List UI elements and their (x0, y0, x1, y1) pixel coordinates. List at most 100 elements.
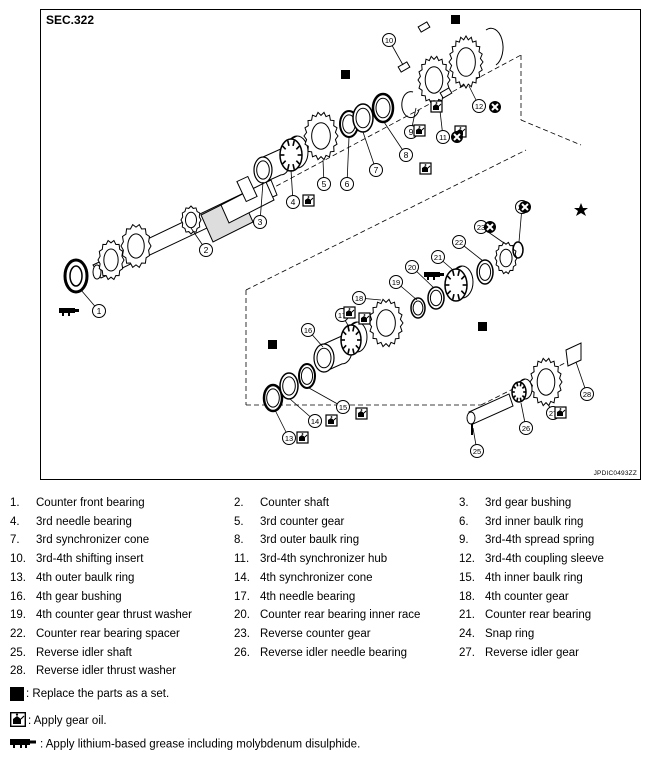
callout-label: 1 (97, 306, 102, 316)
reverse-idler-gear (529, 357, 563, 407)
shifting-insert (417, 21, 431, 33)
part-number: 22. (10, 627, 26, 640)
legend-gear-oil: : Apply gear oil. (9, 711, 107, 730)
bearing-roller (513, 385, 517, 390)
part-name: Counter shaft (260, 497, 330, 509)
circle-x-icon (450, 130, 464, 144)
callout-label: 12 (475, 102, 483, 111)
exploded-view-drawing: 1234567891011121314151617181920212223242… (59, 15, 594, 458)
lower-gear-group (262, 241, 582, 435)
gear-hub (103, 248, 119, 272)
callout-label: 27 (549, 409, 557, 418)
third-needle-bearing (279, 135, 309, 172)
snap-ring (512, 241, 524, 259)
callout-circle (199, 243, 213, 257)
gear-hub (376, 309, 396, 337)
part-number: 6. (459, 515, 469, 528)
ring-inner (478, 263, 492, 281)
callout-4: 4 (286, 195, 300, 209)
callout-label: 3 (258, 217, 263, 227)
fourth-needle-bearing (340, 321, 368, 356)
gear-hub (536, 368, 556, 396)
part-name: 4th needle bearing (260, 590, 356, 603)
dashed-guide-lines (240, 54, 582, 406)
part-number: 1. (10, 497, 20, 509)
third-outer-baulk-ring (371, 92, 395, 124)
callout-circle (286, 195, 300, 209)
shaft-gear-second (120, 223, 152, 269)
counter-shaft-gears (97, 175, 258, 281)
fourth-synchronizer-cone (279, 372, 299, 400)
bearing-roller (355, 331, 360, 336)
part-name: Snap ring (485, 627, 535, 640)
callout-8: 8 (399, 148, 413, 162)
oil-can-icon (554, 406, 567, 419)
callout-circle (308, 414, 322, 428)
bearing-roller (460, 275, 466, 280)
shifting-insert (397, 61, 411, 73)
callout-circle (472, 99, 486, 113)
callout-circle (452, 235, 466, 249)
callout-23: 23 (474, 220, 488, 234)
third-counter-gear (303, 111, 339, 161)
bearing-roller (446, 290, 452, 295)
part-number: 16. (10, 590, 26, 603)
bearing-roller (355, 344, 360, 349)
thrust-washer (410, 297, 426, 319)
part-number: 3. (459, 497, 469, 509)
legend-gear-oil-text: : Apply gear oil. (28, 715, 107, 728)
part-number: 13. (10, 571, 26, 584)
black-square-icon (478, 322, 487, 331)
callout-circle (405, 260, 419, 274)
part-name: 3rd-4th coupling sleeve (485, 553, 604, 566)
legend-grease-text: : Apply lithium-based grease including m… (40, 738, 361, 751)
callout-3: 3 (253, 215, 267, 229)
callout-18: 18 (352, 291, 366, 305)
fourth-inner-baulk-ring (298, 363, 316, 389)
part-number: 17. (234, 590, 250, 603)
callout-label: 20 (408, 263, 416, 272)
gear-hub (499, 248, 513, 268)
part-number: 27. (459, 646, 475, 659)
callout-14: 14 (308, 414, 322, 428)
callout-circle (317, 177, 331, 191)
coupling-sleeve (448, 35, 484, 89)
bearing-roller (347, 348, 350, 354)
part-number: 5. (234, 515, 244, 528)
bearing-roller (352, 326, 355, 332)
part-name: 3rd counter gear (260, 515, 345, 528)
shifting-insert (439, 87, 453, 99)
bearing-roller (286, 140, 290, 147)
oil-can-icon (358, 312, 371, 325)
part-number: 15. (459, 571, 475, 584)
callout-label: 15 (339, 403, 347, 412)
part-number: 23. (234, 627, 250, 640)
part-name: Counter front bearing (36, 497, 145, 509)
callout-16: 16 (301, 323, 315, 337)
shaft-gear-front (97, 239, 125, 281)
grease-gun-icon (424, 272, 444, 280)
bearing-front (511, 381, 527, 403)
part-number: 12. (459, 553, 475, 566)
callout-circle (253, 215, 267, 229)
reverse-idler-thrust-washer (565, 342, 582, 367)
part-number: 26. (234, 646, 250, 659)
grease-gun-icon (59, 308, 79, 316)
callout-circle (369, 163, 383, 177)
oil-can-icon (413, 124, 426, 137)
bearing-roller (347, 326, 350, 332)
ring-inner (300, 367, 314, 385)
ring-inner (429, 289, 443, 307)
bearing-roller (295, 145, 301, 150)
oil-can-icon (9, 711, 27, 730)
reverse-counter-gear (494, 241, 518, 275)
bearing-roller (352, 348, 355, 354)
circle-x-icon (518, 200, 532, 214)
callout-label: 22 (455, 238, 463, 247)
third-synchronizer-cone (352, 103, 374, 133)
gear-hub (185, 211, 197, 229)
bearing-roller (342, 331, 347, 336)
part-name: 3rd-4th spread spring (485, 534, 595, 547)
bracket-line (341, 85, 351, 100)
gear-hub (311, 122, 331, 150)
